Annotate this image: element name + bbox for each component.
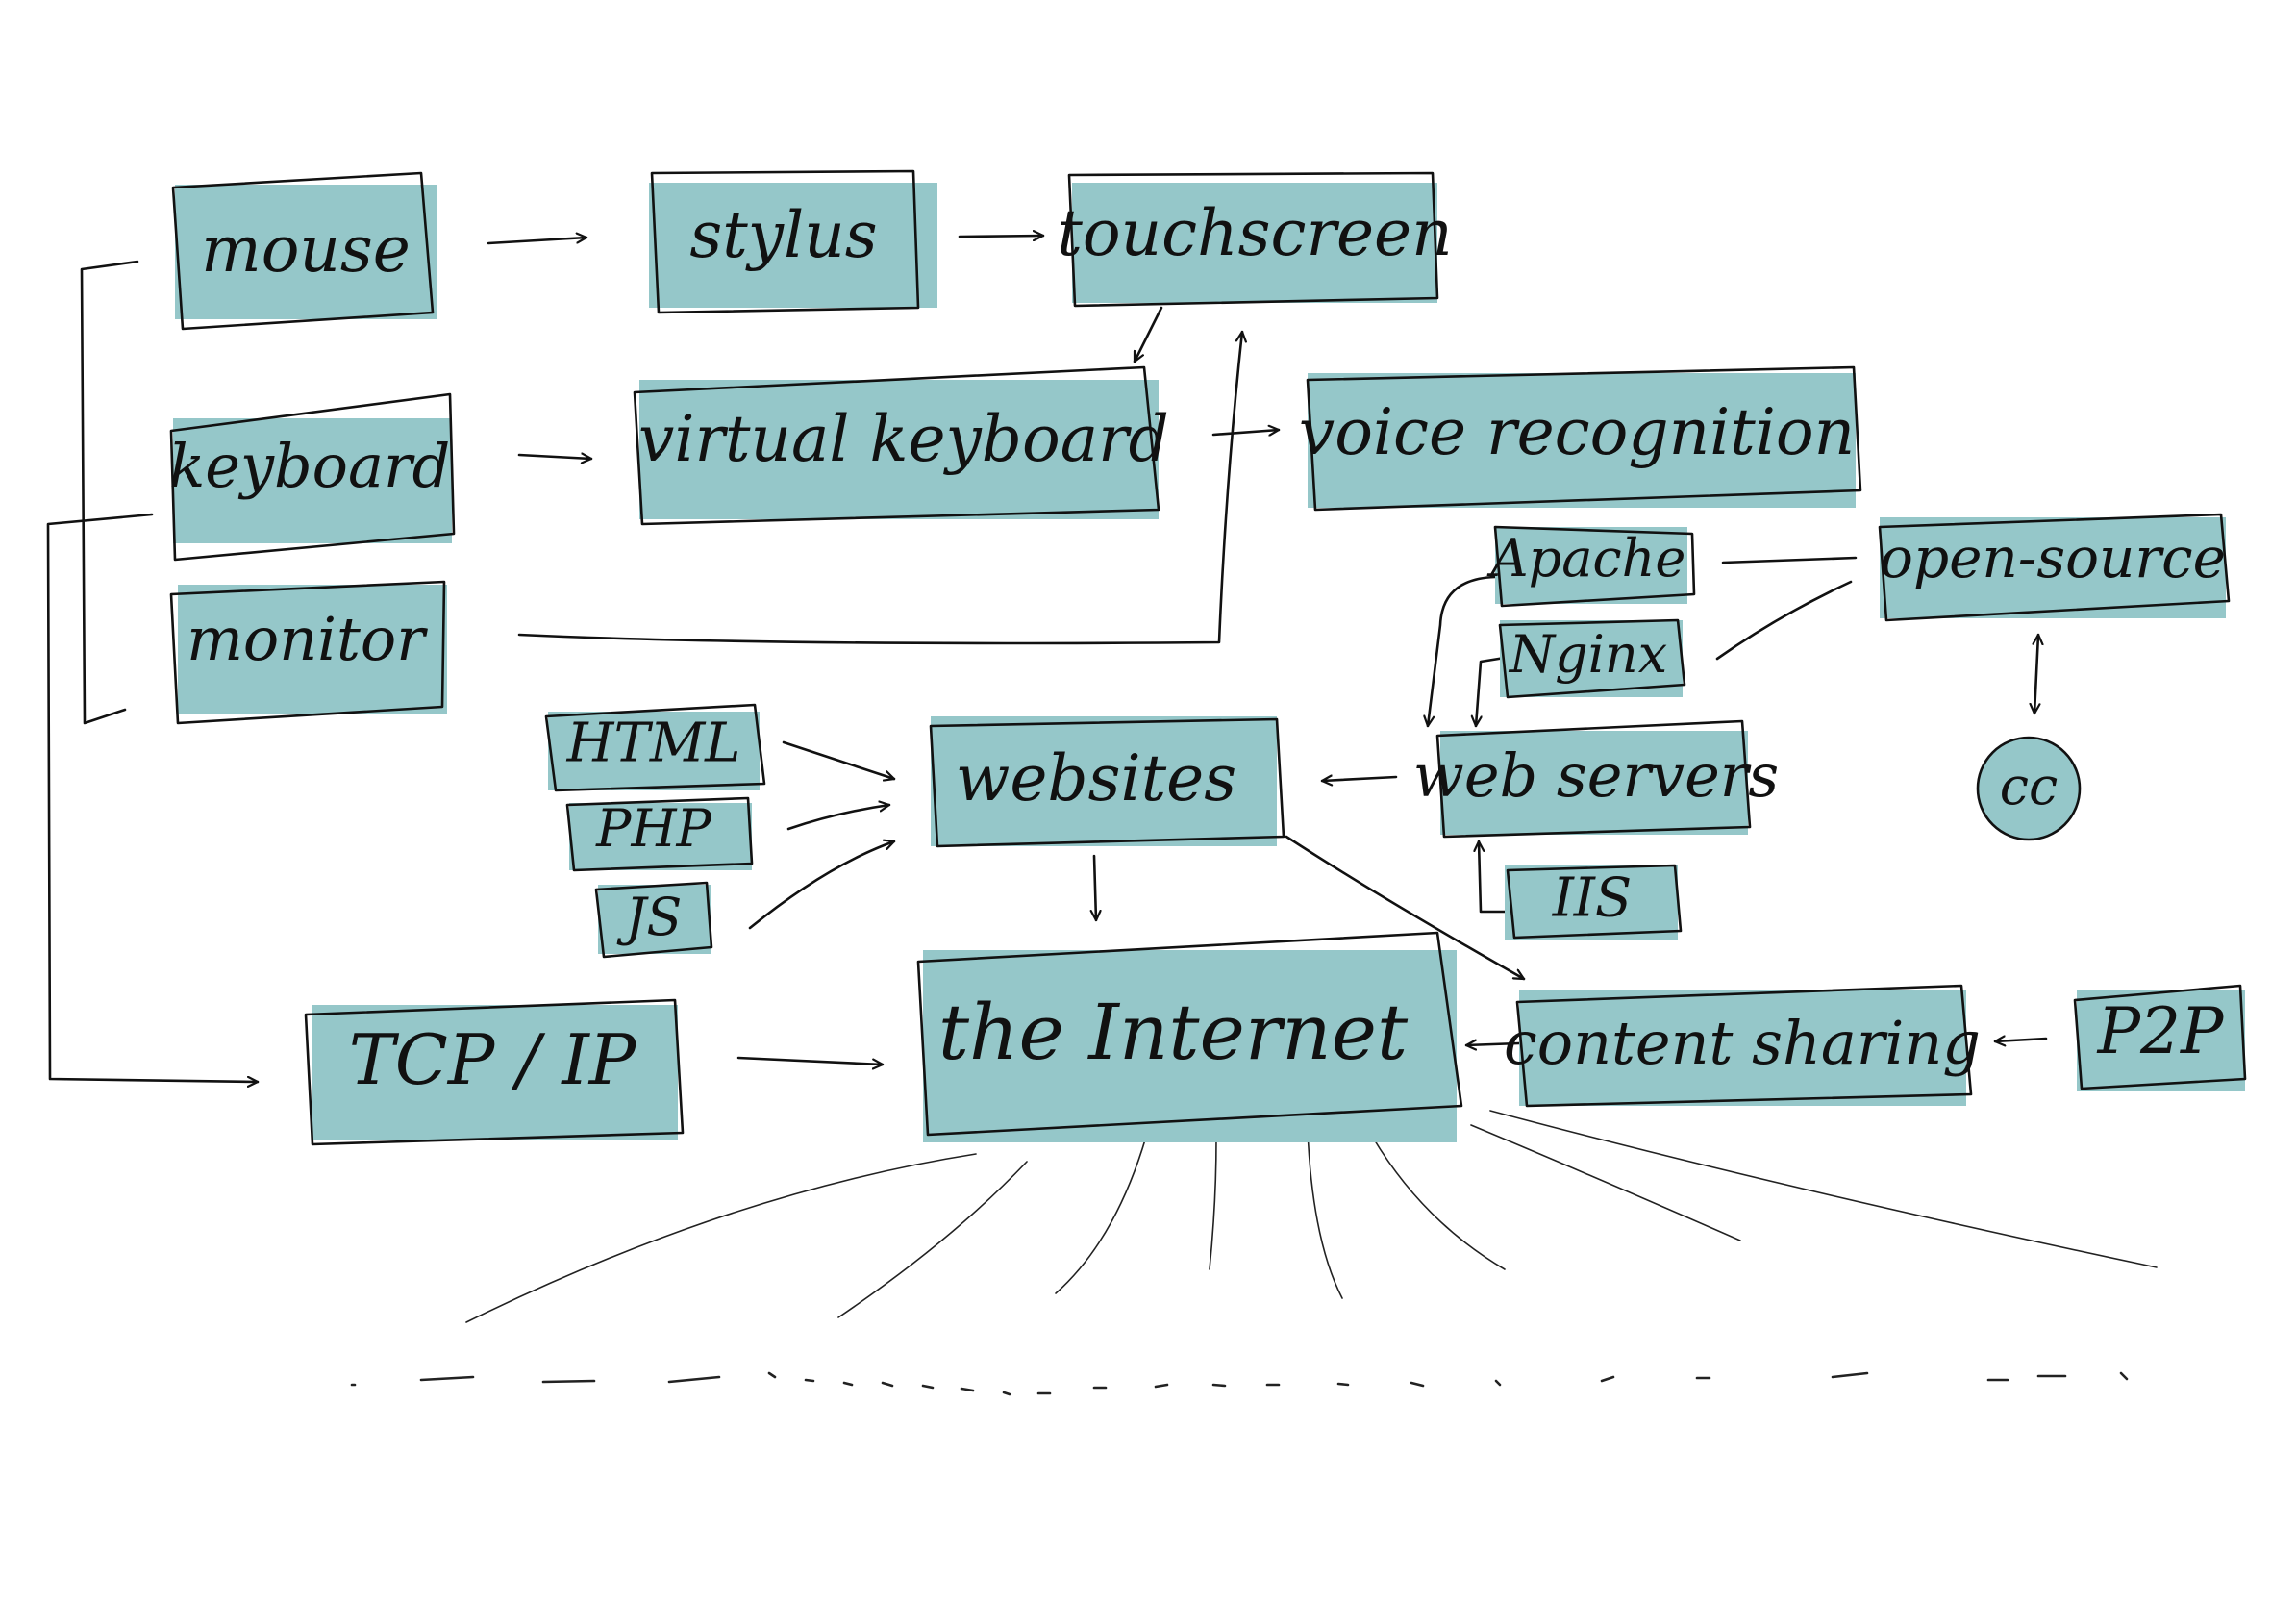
node-content-sharing-label: content sharing [1504, 1008, 1981, 1078]
node-virtual-keyboard[interactable]: virtual keyboard [633, 365, 1169, 526]
node-nginx-label: Nginx [1508, 624, 1667, 685]
node-content-sharing[interactable]: content sharing [1504, 984, 1981, 1108]
node-tcp-ip-label: TCP / IP [349, 1019, 637, 1100]
internet-rays [465, 1110, 2158, 1323]
node-js-label: JS [616, 887, 683, 947]
node-monitor-label: monitor [187, 604, 428, 674]
node-keyboard[interactable]: keyboard [169, 392, 456, 562]
node-stylus[interactable]: stylus [649, 169, 937, 314]
edge-open-source-cc [2034, 633, 2038, 715]
edge-virtual-keyboard-voice-recognition [1211, 430, 1281, 435]
node-apache[interactable]: Apache [1486, 525, 1696, 608]
node-apache-label: Apache [1486, 528, 1686, 589]
node-php[interactable]: PHP [565, 796, 754, 872]
edge-input-bracket [80, 260, 139, 725]
edge-mouse-stylus [487, 238, 588, 245]
ray [1307, 1129, 1343, 1299]
edge-content-sharing-internet [1464, 1043, 1521, 1045]
edges [46, 236, 2048, 1082]
node-websites-label: websites [956, 741, 1236, 815]
ray [1489, 1110, 2158, 1268]
edge-monitor-touchscreen [517, 330, 1242, 645]
node-html[interactable]: HTML [544, 703, 766, 792]
edge-html-websites [782, 740, 896, 779]
node-voice-recognition-label: voice recognition [1299, 395, 1855, 469]
node-cc-label: cc [2000, 756, 2059, 816]
node-p2p-label: P2P [2097, 994, 2225, 1068]
node-js[interactable]: JS [594, 881, 713, 959]
edge-nginx-open-source [1715, 580, 1853, 661]
edge-nginx-web-servers [1476, 656, 1507, 728]
node-the-internet-label: the Internet [938, 988, 1409, 1077]
edge-js-websites [748, 841, 896, 930]
node-cc[interactable]: cc [1976, 736, 2082, 841]
node-mouse[interactable]: mouse [171, 171, 437, 331]
edge-tcp-ip-internet [736, 1056, 885, 1065]
node-iis[interactable]: IIS [1505, 864, 1683, 940]
edge-apache-open-source [1721, 556, 1858, 564]
edge-websites-internet [1094, 854, 1096, 922]
edge-php-websites [786, 805, 891, 831]
node-nginx[interactable]: Nginx [1498, 618, 1686, 699]
edge-touchscreen-virtual-keyboard [1133, 306, 1163, 363]
edge-p2p-content-sharing [1993, 1039, 2048, 1041]
node-iis-label: IIS [1552, 867, 1633, 930]
node-open-source[interactable]: open-source [1878, 513, 2231, 622]
node-keyboard-label: keyboard [169, 431, 451, 501]
node-tcp-ip[interactable]: TCP / IP [304, 998, 685, 1146]
node-virtual-keyboard-label: virtual keyboard [638, 402, 1169, 476]
node-websites[interactable]: websites [929, 716, 1285, 848]
node-monitor[interactable]: monitor [169, 580, 447, 725]
ray [1470, 1124, 1741, 1241]
node-voice-recognition[interactable]: voice recognition [1299, 365, 1862, 512]
node-the-internet[interactable]: the Internet [916, 931, 1463, 1142]
ray [1055, 1136, 1147, 1294]
node-html-label: HTML [566, 713, 741, 775]
ray [837, 1161, 1028, 1318]
node-web-servers[interactable]: web servers [1413, 719, 1779, 839]
node-touchscreen-label: touchscreen [1057, 196, 1452, 270]
edge-stylus-touchscreen [958, 236, 1045, 237]
edge-keyboard-virtual-keyboard [517, 455, 593, 459]
node-open-source-label: open-source [1880, 525, 2226, 590]
edge-websites-content-sharing [1285, 835, 1526, 981]
edge-iis-web-servers [1479, 840, 1510, 914]
ray [1372, 1137, 1506, 1270]
node-p2p[interactable]: P2P [2073, 984, 2247, 1091]
edge-web-servers-websites [1320, 777, 1398, 781]
edge-apache-web-servers [1428, 575, 1497, 728]
node-web-servers-label: web servers [1413, 740, 1779, 811]
edge-bracket-tcp-ip [46, 513, 260, 1082]
node-stylus-label: stylus [689, 198, 877, 272]
dashed-continuation [350, 1371, 2129, 1396]
node-mouse-label: mouse [201, 213, 411, 287]
ray [1209, 1139, 1217, 1270]
node-touchscreen[interactable]: touchscreen [1057, 171, 1453, 308]
ray [465, 1153, 977, 1323]
node-php-label: PHP [595, 798, 712, 859]
